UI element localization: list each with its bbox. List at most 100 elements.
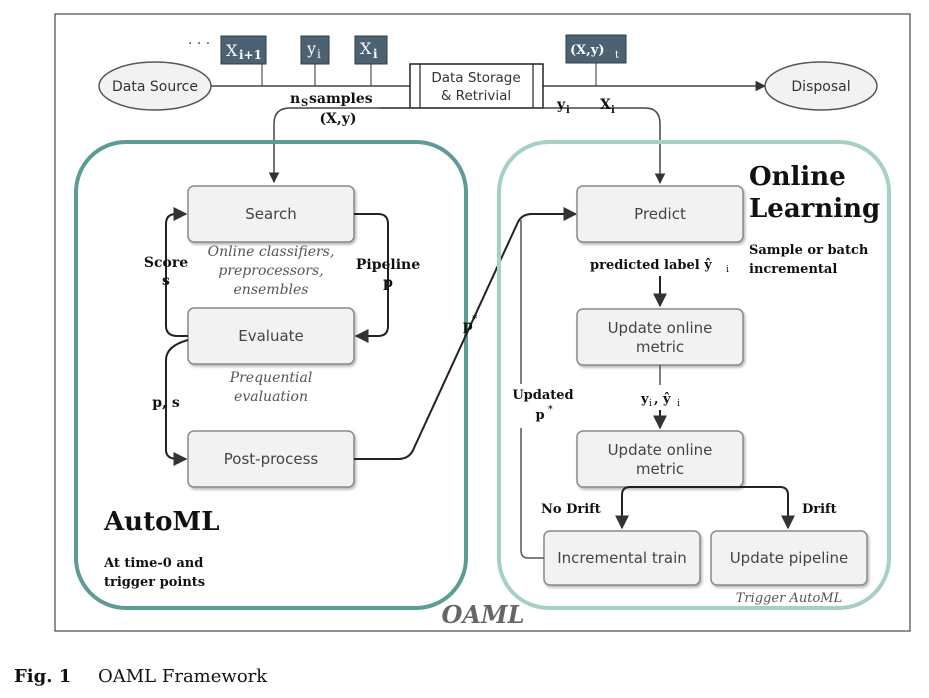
svg-text:& Retrivial: & Retrivial [441,88,511,104]
svg-text:Updated: Updated [512,388,573,403]
svg-text:i: i [611,105,615,116]
svg-text:p: p [535,408,544,423]
svg-text:y: y [556,97,566,113]
svg-text:metric: metric [636,338,684,356]
evaluate-to-search-arrow [165,207,188,337]
drift-label: Drift [802,502,837,517]
postprocess-to-predict-arrow [354,207,578,460]
svg-text:i+1: i+1 [239,48,262,62]
svg-text:i: i [317,47,321,61]
figure-frame [54,13,911,632]
caption-text: OAML Framework [98,666,268,687]
tag-y-i: y i [300,35,330,65]
score-label: Score s [144,255,188,289]
svg-text:S: S [301,98,308,109]
incremental-train-node: Incremental train [543,530,701,586]
postprocess-node: Post-process [187,430,355,488]
ellipsis-dots: · · · [188,36,210,52]
tag-x-i: X i [354,35,388,65]
online-title-1: Online [749,162,846,192]
no-drift-label: No Drift [541,502,601,517]
svg-text:Predict: Predict [634,205,686,223]
automl-subtitle-1: At time-0 and [103,556,203,571]
oaml-label: OAML [442,600,525,629]
online-learning-panel [497,140,891,610]
svg-text:i: i [726,265,729,275]
svg-text:X: X [600,97,611,113]
update-pipeline-node: Update pipeline [710,530,868,586]
caption-label: Fig. 1 [14,666,71,687]
svg-text:evaluation: evaluation [234,389,308,405]
svg-text:Update pipeline: Update pipeline [730,549,849,567]
svg-text:p: p [383,275,393,291]
evaluate-node: Evaluate [187,307,355,365]
svg-text:t: t [615,50,619,61]
svg-text:Incremental train: Incremental train [557,549,687,567]
svg-text:i: i [373,47,378,61]
data-storage-node: Data Storage & Retrivial [409,63,544,109]
no-drift-arrow [615,486,660,530]
predicted-label-text: predicted label ŷ i [590,258,729,275]
svg-text:ensembles: ensembles [234,282,309,298]
svg-text:Search: Search [245,205,297,223]
storage-to-predict-arrow [380,107,666,185]
svg-text:i: i [649,399,652,409]
svg-text:i: i [566,105,570,116]
drift-arrow [660,486,795,530]
svg-text:Pipeline: Pipeline [356,257,420,273]
search-to-evaluate-arrow [354,213,389,343]
tag-xy-t: (X,y) t [565,34,627,64]
svg-text:s: s [162,273,170,289]
automl-panel [74,140,468,610]
data-source-node: Data Source [98,61,212,111]
svg-text:Score: Score [144,255,188,271]
pipeline-label: Pipeline p [356,257,420,291]
updated-pstar-label: Updated p * [507,384,579,428]
update-metric-1-node: Update online metric [576,308,744,366]
automl-title: AutoML [103,507,220,537]
online-title-2: Learning [749,194,880,224]
svg-text:y: y [306,39,316,58]
predict-node: Predict [576,185,744,243]
svg-text:Update online: Update online [608,319,713,337]
evaluate-to-postprocess-arrow [165,339,189,466]
evaluate-note: Prequential evaluation [229,370,313,405]
svg-text:X: X [360,39,372,58]
pstar-label: p * [463,314,478,334]
svg-text:Disposal: Disposal [791,79,850,95]
svg-text:preprocessors,: preprocessors, [218,263,323,279]
svg-text:Post-process: Post-process [224,450,319,468]
svg-text:Update online: Update online [608,441,713,459]
svg-text:, ŷ: , ŷ [654,392,671,407]
yi-xi-label: y i X i [556,97,615,116]
search-note: Online classifiers, preprocessors, ensem… [208,244,335,298]
svg-text:n: n [290,91,300,107]
ns-samples-label: n S samples (X,y) [290,91,373,127]
svg-text:Prequential: Prequential [229,370,313,386]
ps-label: p, s [152,395,180,411]
disposal-node: Disposal [764,61,878,111]
svg-text:(X,y): (X,y) [570,43,604,58]
automl-subtitle-2: trigger points [104,575,205,590]
svg-text:*: * [472,314,478,325]
svg-text:p: p [463,318,473,334]
storage-to-search-arrow [268,107,410,184]
yi-yhat-label: y i , ŷ i [640,392,680,409]
svg-text:Online classifiers,: Online classifiers, [208,244,335,260]
svg-text:y: y [640,392,649,407]
svg-text:X: X [226,41,238,60]
online-subtitle-1: Sample or batch [749,243,869,258]
updated-pstar-loop [520,220,544,559]
online-subtitle-2: incremental [749,262,837,277]
svg-text:Evaluate: Evaluate [238,327,304,345]
svg-text:(X,y): (X,y) [319,111,356,127]
svg-text:samples: samples [309,91,373,107]
update-metric-2-node: Update online metric [576,430,744,488]
svg-text:Data Source: Data Source [112,79,198,95]
tag-x-i-plus-1: X i+1 [220,35,267,65]
svg-text:*: * [548,405,553,415]
trigger-automl-note: Trigger AutoML [736,591,842,606]
svg-text:i: i [677,399,680,409]
search-node: Search [187,185,355,243]
